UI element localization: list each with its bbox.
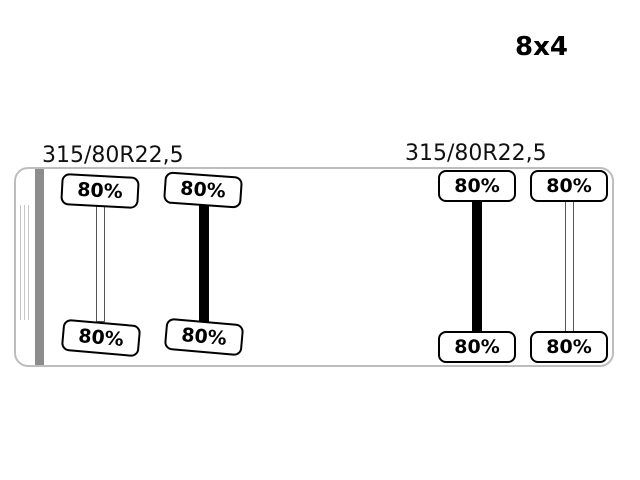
cab-line	[28, 205, 29, 320]
axle-3-right-tire: 80%	[438, 331, 516, 363]
cab-line	[20, 205, 21, 320]
axle-4-rod	[565, 200, 574, 333]
axle-configuration-label: 8x4	[515, 32, 568, 62]
axle-1-left-tire: 80%	[60, 172, 140, 210]
axle-1-right-tire: 80%	[60, 318, 142, 358]
front-tire-size-label: 315/80R22,5	[42, 143, 184, 168]
axle-4-right-tire: 80%	[530, 331, 608, 363]
axle-2-left-tire: 80%	[162, 171, 244, 209]
axle-1-rod	[96, 206, 105, 322]
axle-3-rod	[472, 199, 482, 333]
axle-3-left-tire: 80%	[438, 170, 516, 202]
axle-2-rod	[199, 203, 209, 323]
cab-bar	[35, 169, 44, 365]
cab-line	[24, 205, 25, 320]
axle-2-right-tire: 80%	[163, 317, 245, 357]
axle-4-left-tire: 80%	[530, 170, 608, 202]
rear-tire-size-label: 315/80R22,5	[405, 141, 547, 166]
